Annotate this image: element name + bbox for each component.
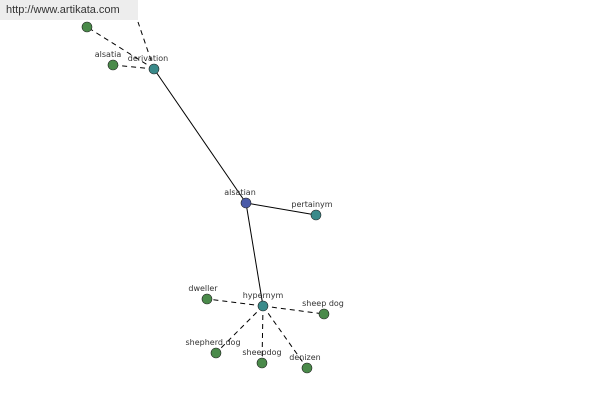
edge-alsatian-hypernym	[245, 202, 264, 307]
watermark-url: http://www.artikata.com	[0, 0, 138, 20]
node-derivation[interactable]	[148, 63, 160, 75]
node-shepherd_dog[interactable]	[210, 347, 222, 359]
edge-hypernym-sheepdog	[261, 305, 264, 364]
edge-derivation-alsatia	[112, 64, 155, 70]
node-alsatia[interactable]	[107, 59, 119, 71]
node-label-denizen: denizen	[289, 353, 320, 362]
node-label-sheepdog: sheepdog	[242, 348, 281, 357]
node-sheep_dog[interactable]	[318, 308, 330, 320]
node-dweller[interactable]	[201, 293, 213, 305]
node-label-alsatia: alsatia	[95, 50, 122, 59]
edge-alsatian-derivation	[153, 68, 247, 204]
edge-derivation-top	[86, 26, 155, 70]
node-top[interactable]	[81, 21, 93, 33]
edge-alsatian-pertainym	[245, 202, 317, 216]
node-pertainym[interactable]	[310, 209, 322, 221]
node-denizen[interactable]	[301, 362, 313, 374]
edge-hypernym-sheep_dog	[262, 305, 325, 315]
node-label-hypernym: hypernym	[243, 291, 284, 300]
edge-hypernym-shepherd_dog	[215, 305, 264, 354]
node-label-pertainym: pertainym	[291, 200, 332, 209]
node-hypernym[interactable]	[257, 300, 269, 312]
node-sheepdog[interactable]	[256, 357, 268, 369]
node-label-dweller: dweller	[188, 284, 218, 293]
edge-hypernym-denizen	[262, 305, 308, 369]
node-label-alsatian: alsatian	[224, 188, 256, 197]
edge-hypernym-dweller	[206, 298, 264, 307]
node-label-shepherd_dog: shepherd dog	[185, 338, 240, 347]
node-alsatian[interactable]	[240, 197, 252, 209]
node-label-derivation: derivation	[128, 54, 168, 63]
node-label-sheep_dog: sheep dog	[302, 299, 344, 308]
